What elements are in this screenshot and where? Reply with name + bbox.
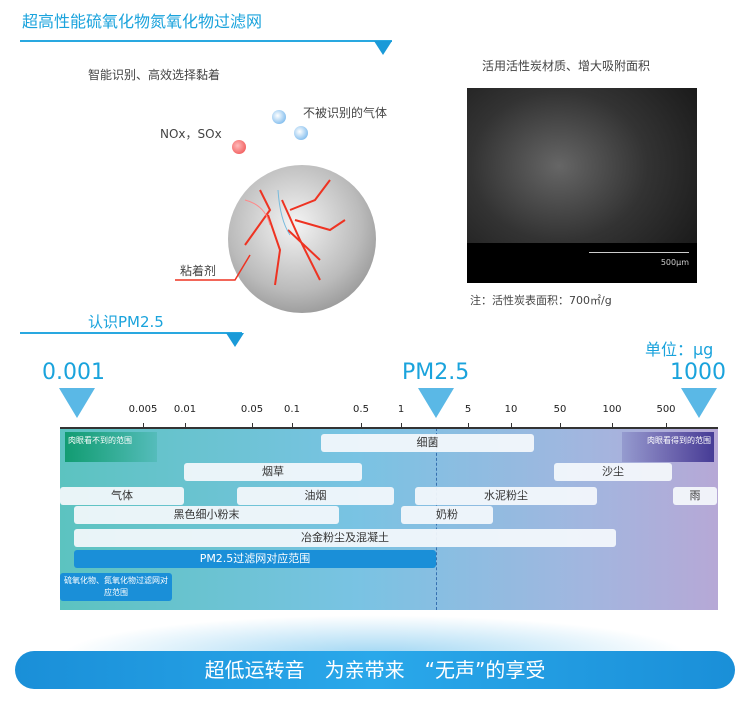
axis-tick-label: 0.1	[284, 404, 300, 415]
particle-range-bar: 油烟	[237, 487, 394, 505]
particle-range-bar: 奶粉	[401, 506, 493, 524]
marker-pm25-label: PM2.5	[402, 360, 470, 385]
section-title: 超高性能硫氧化物氮氧化物过滤网	[22, 12, 263, 31]
particle-range-bar: 烟草	[184, 463, 362, 481]
gas-particle-icon	[272, 110, 286, 124]
pm-divider	[20, 332, 242, 334]
min-marker-icon	[59, 388, 95, 418]
axis-tick-mark	[361, 423, 362, 428]
axis-tick-mark	[511, 423, 512, 428]
banner-glow	[60, 615, 690, 655]
left-caption: 智能识别、高效选择黏着	[88, 68, 221, 82]
axis-tick-label: 0.5	[353, 404, 369, 415]
axis-tick-label: 100	[602, 404, 622, 415]
axis-tick-label: 0.005	[128, 404, 158, 415]
axis-tick-mark	[666, 423, 667, 428]
axis-tick-mark	[185, 423, 186, 428]
axis-tick-mark	[252, 423, 253, 428]
invisible-range-label: 肉眼看不到的范围	[65, 432, 157, 462]
pollutant-particle-icon	[232, 140, 246, 154]
axis-tick-mark	[468, 423, 469, 428]
sox-filter-range: 硫氧化物、氮氧化物过滤网对应范围	[60, 573, 172, 601]
bottom-banner: 超低运转音 为亲带来 “无声”的享受	[15, 651, 735, 689]
particle-range-bar: 气体	[60, 487, 184, 505]
scale-label: 500μm	[660, 258, 689, 267]
carbon-micrograph: 500μm	[467, 88, 697, 283]
triangle-marker-icon	[226, 333, 244, 347]
particle-range-bar: 冶金粉尘及混凝土	[74, 529, 616, 547]
axis-tick-label: 50	[553, 404, 567, 415]
axis-tick-label: 0.05	[240, 404, 264, 415]
right-caption: 活用活性炭材质、增大吸附面积	[482, 59, 651, 73]
adhesive-label: 粘着剂	[180, 264, 217, 278]
axis-tick-label: 500	[656, 404, 676, 415]
axis-tick-label: 5	[464, 404, 472, 415]
pollutant-label: NOx，SOx	[160, 127, 222, 141]
axis-tick-mark	[292, 423, 293, 428]
unit-label: 单位：μg	[645, 340, 714, 359]
marker-min-label: 0.001	[42, 360, 105, 385]
pm25-marker-icon	[418, 388, 454, 418]
axis-tick-label: 10	[504, 404, 518, 415]
activated-carbon-sphere	[228, 165, 376, 313]
triangle-marker-icon	[374, 41, 392, 55]
visible-range-label: 肉眼看得到的范围	[622, 432, 714, 462]
axis-tick-mark	[612, 423, 613, 428]
axis-tick-mark	[143, 423, 144, 428]
axis-tick-label: 0.01	[173, 404, 197, 415]
unrecognized-gas-label: 不被识别的气体	[303, 106, 388, 120]
particle-range-bar: 细菌	[321, 434, 534, 452]
particle-range-bar: 水泥粉尘	[415, 487, 597, 505]
gas-particle-icon	[294, 126, 308, 140]
particle-range-bar: 沙尘	[554, 463, 672, 481]
pore-diagram	[175, 179, 346, 286]
max-marker-icon	[681, 388, 717, 418]
axis-tick-mark	[401, 423, 402, 428]
surface-area-note: 注：活性炭表面积：700㎡/g	[470, 294, 612, 307]
size-axis	[60, 427, 718, 429]
pm-section-title: 认识PM2.5	[88, 313, 164, 331]
axis-tick-label: 1	[397, 404, 405, 415]
title-divider	[20, 40, 392, 42]
axis-tick-mark	[560, 423, 561, 428]
pm25-filter-range: PM2.5过滤网对应范围	[74, 550, 436, 568]
particle-range-bar: 黑色细小粉末	[74, 506, 339, 524]
marker-max-label: 1000	[670, 360, 726, 385]
particle-range-bar: 雨	[673, 487, 717, 505]
